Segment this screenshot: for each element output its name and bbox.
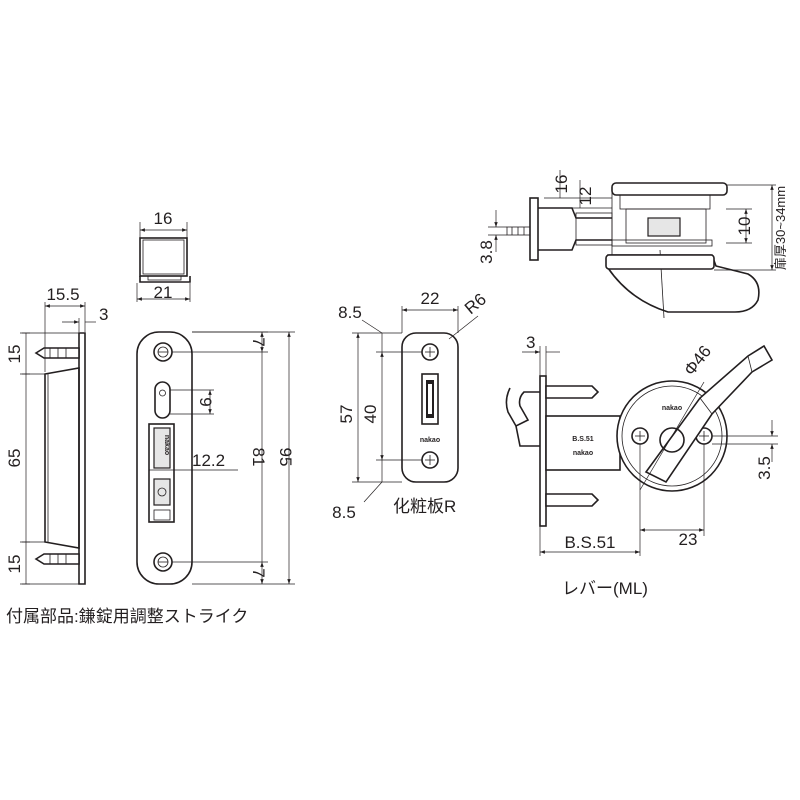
strike-side-view: 15.5 3 15 65 15 [5,285,108,585]
latch-opening [148,423,175,523]
dim-lever-offset: 3.5 [755,456,774,480]
dim-door-range: 扉厚30~34mm [773,186,788,270]
dim-escutcheon-radius: R6 [461,290,490,319]
dim-strike-width: 15.5 [46,285,79,304]
dim-escutcheon-pitch: 40 [361,405,380,424]
dim-lever-center: 23 [679,530,698,549]
dim-strike-top-offset: 15 [5,345,24,364]
dim-strike-bottom-offset: 15 [5,555,24,574]
dim-strike-overall: 95 [276,448,295,467]
dim-strike-pitch: 81 [249,448,268,467]
dim-escutcheon-height: 57 [337,405,356,424]
dim-escutcheon-top-offset: 8.5 [338,303,362,322]
dim-lever-spindle: 3.8 [477,240,496,264]
dim-lever-boss: 12 [576,187,595,206]
escutcheon-view: nakao 8.5 22 R6 57 40 8.5 化粧板R [332,289,490,522]
screw-bottom-icon [34,553,80,565]
dim-lever-flange: 16 [552,175,571,194]
dim-strike-top-width: 16 [154,209,173,228]
strike-top-view: 16 21 [136,209,191,302]
dim-strike-slot: 9 [196,397,215,406]
lever-arm [644,344,774,484]
rose-brand-mark: nakao [662,405,682,412]
key-slot [421,373,439,425]
screw-top-icon [34,347,80,359]
lever-front-view: B.S.51 nakao nakao 3 Φ46 3.5 [505,333,778,598]
strike-front-view: nakao 7 9 12.2 81 95 7 [136,331,295,585]
lever-side-view: 16 12 10 3.8 扉厚30~34mm [477,170,788,319]
dim-strike-top-hole: 7 [249,337,268,346]
escutcheon-brand-mark: nakao [420,437,440,444]
lever-caption: レバー(ML) [562,579,648,598]
dim-escutcheon-bottom-offset: 8.5 [332,503,356,522]
dim-lever-rose: 10 [735,217,754,236]
lever-backplate [529,197,539,261]
plate-mark-brand: nakao [573,450,593,457]
dim-strike-bottom-hole: 7 [249,568,268,577]
dim-strike-bottom-width: 21 [154,283,173,302]
dim-strike-latch: 12.2 [192,451,225,470]
dim-escutcheon-width: 22 [421,289,440,308]
escutcheon-caption: 化粧板R [393,497,456,516]
plate-mark-bs: B.S.51 [572,436,594,443]
dim-backset: B.S.51 [564,533,615,552]
dim-strike-body-length: 65 [5,449,24,468]
dim-strike-thickness: 3 [99,305,108,324]
footer-note: 付属部品:鎌錠用調整ストライク [6,607,248,626]
strike-brand-mark: nakao [163,435,170,455]
dim-rose-diameter: Φ46 [680,342,715,379]
dim-lever-thickness: 3 [526,333,535,352]
lever-front-backplate [539,375,547,527]
lever-case [545,415,621,471]
lever-rose-top [611,182,728,196]
adjust-slot [154,381,171,419]
